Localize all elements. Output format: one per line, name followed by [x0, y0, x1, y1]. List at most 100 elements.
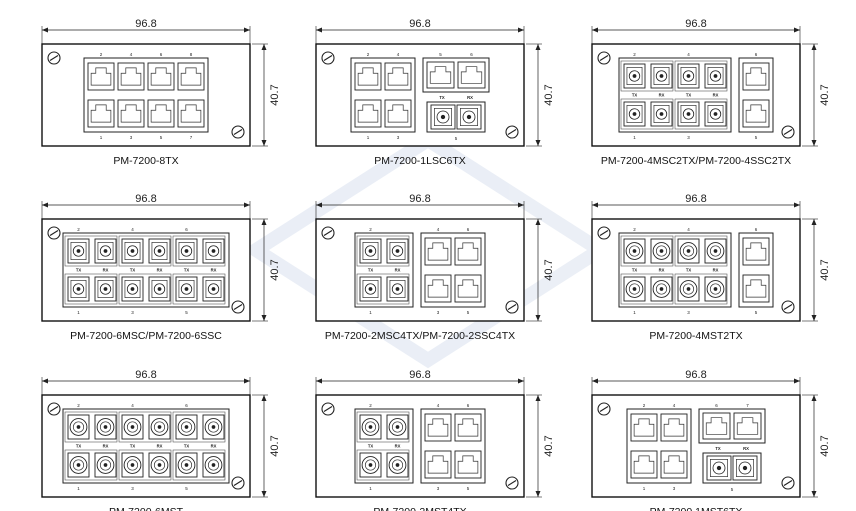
sc-port-inner	[70, 280, 87, 298]
sc-ferrule-core	[742, 465, 748, 471]
tx-rx-label: RX	[659, 268, 665, 273]
tx-rx-label: TX	[76, 268, 82, 273]
rj45-port	[733, 412, 762, 440]
st-bayonet-ring	[207, 421, 220, 433]
tx-rx-label: RX	[659, 93, 665, 98]
st-bayonet-ring	[682, 245, 695, 257]
port-number-label: 2	[100, 52, 103, 57]
tx-rx-label: RX	[395, 268, 401, 273]
st-bayonet-ring	[99, 421, 112, 433]
sc-port-inner	[70, 242, 87, 260]
port-number-label: 3	[131, 310, 134, 315]
sc-ferrule-core	[659, 112, 664, 116]
sc-port-inner	[97, 242, 114, 260]
transceiver-outline	[118, 449, 172, 481]
rj45-port	[87, 99, 115, 128]
rj45-jack-outline	[120, 67, 142, 86]
port-number-label: 1	[77, 486, 80, 491]
rj45-jack-outline	[387, 104, 409, 123]
rj45-port	[87, 62, 115, 91]
height-dimension-label: 40.7	[543, 435, 555, 456]
port-number-label: 2	[633, 227, 636, 232]
sc-port-inner	[736, 459, 754, 477]
port-number-label: 4	[130, 52, 133, 57]
tx-rx-label: TX	[130, 444, 136, 449]
sc-port-inner	[362, 280, 379, 298]
port-number-label: 3	[687, 310, 690, 315]
sc-port-inner	[124, 280, 141, 298]
module-panel	[591, 394, 801, 498]
module-caption: PM-7200 1MST6TX	[650, 506, 743, 511]
rj45-port	[424, 274, 452, 303]
rj45-jack-outline	[427, 455, 449, 474]
tx-rx-label: RX	[713, 268, 719, 273]
tx-rx-label: TX	[368, 268, 374, 273]
screw-slot	[323, 55, 333, 61]
screw-slot	[49, 406, 59, 412]
transceiver-outline	[620, 60, 674, 92]
port-number-label: 2	[77, 403, 80, 408]
sc-ferrule-core	[440, 114, 446, 120]
rj45-port	[424, 450, 452, 479]
st-ferrule	[713, 287, 718, 291]
transceiver-outline	[620, 273, 674, 305]
sc-port-inner	[389, 280, 406, 298]
port-number-label: 3	[437, 486, 440, 491]
rj45-jack-outline	[460, 66, 483, 84]
sc-port-inner	[707, 105, 724, 123]
sc-ferrule-core	[395, 249, 400, 253]
port-number-label: 1	[633, 135, 636, 140]
rj45-jack-outline	[357, 104, 379, 123]
rj45-jack-outline	[457, 279, 479, 298]
rj45-port	[660, 413, 688, 442]
rj45-jack-outline	[457, 455, 479, 474]
rj45-jack-outline	[357, 67, 379, 86]
port-number-label: 3	[687, 135, 690, 140]
rj45-port	[457, 61, 486, 89]
port-number-label: 2	[77, 227, 80, 232]
st-ferrule	[368, 463, 373, 467]
port-number-label: 6	[467, 403, 470, 408]
rj45-port	[147, 99, 175, 128]
rj45-jack-outline	[457, 242, 479, 261]
rj45-port	[742, 274, 770, 303]
st-ferrule	[686, 287, 691, 291]
height-dimension-label: 40.7	[269, 84, 281, 105]
rj45-jack-outline	[180, 67, 202, 86]
port-number-label: 6	[467, 227, 470, 232]
sc-ferrule-core	[368, 287, 373, 291]
transceiver-outline	[674, 235, 728, 267]
screw-slot	[599, 230, 609, 236]
st-ferrule	[103, 425, 108, 429]
port-number-label: 6	[715, 403, 718, 408]
st-bayonet-ring	[364, 421, 377, 433]
st-ferrule	[76, 463, 81, 467]
sc-ferrule-core	[130, 287, 135, 291]
rj45-port	[384, 99, 412, 128]
screw-slot	[783, 129, 793, 135]
tx-rx-label: RX	[743, 446, 749, 451]
port-number-label: 3	[131, 486, 134, 491]
rj45-port	[660, 450, 688, 479]
width-dimension-label: 96.8	[685, 193, 706, 205]
sc-ferrule-core	[76, 287, 81, 291]
module-caption: PM-7200-4MST2TX	[649, 330, 742, 342]
sc-ferrule-core	[103, 249, 108, 253]
st-bayonet-ring	[72, 421, 85, 433]
tx-rx-label: TX	[632, 93, 638, 98]
width-dimension-label: 96.8	[135, 369, 156, 381]
screw-slot	[599, 406, 609, 412]
screw-slot	[233, 304, 243, 310]
screw-slot	[783, 304, 793, 310]
sc-ferrule-core	[184, 287, 189, 291]
rj45-port	[424, 413, 452, 442]
transceiver-outline	[620, 98, 674, 130]
port-number-label: 1	[77, 310, 80, 315]
transceiver-outline	[172, 273, 226, 305]
tx-rx-label: TX	[686, 93, 692, 98]
sc-ferrule-core	[659, 74, 664, 78]
tx-rx-label: TX	[686, 268, 692, 273]
